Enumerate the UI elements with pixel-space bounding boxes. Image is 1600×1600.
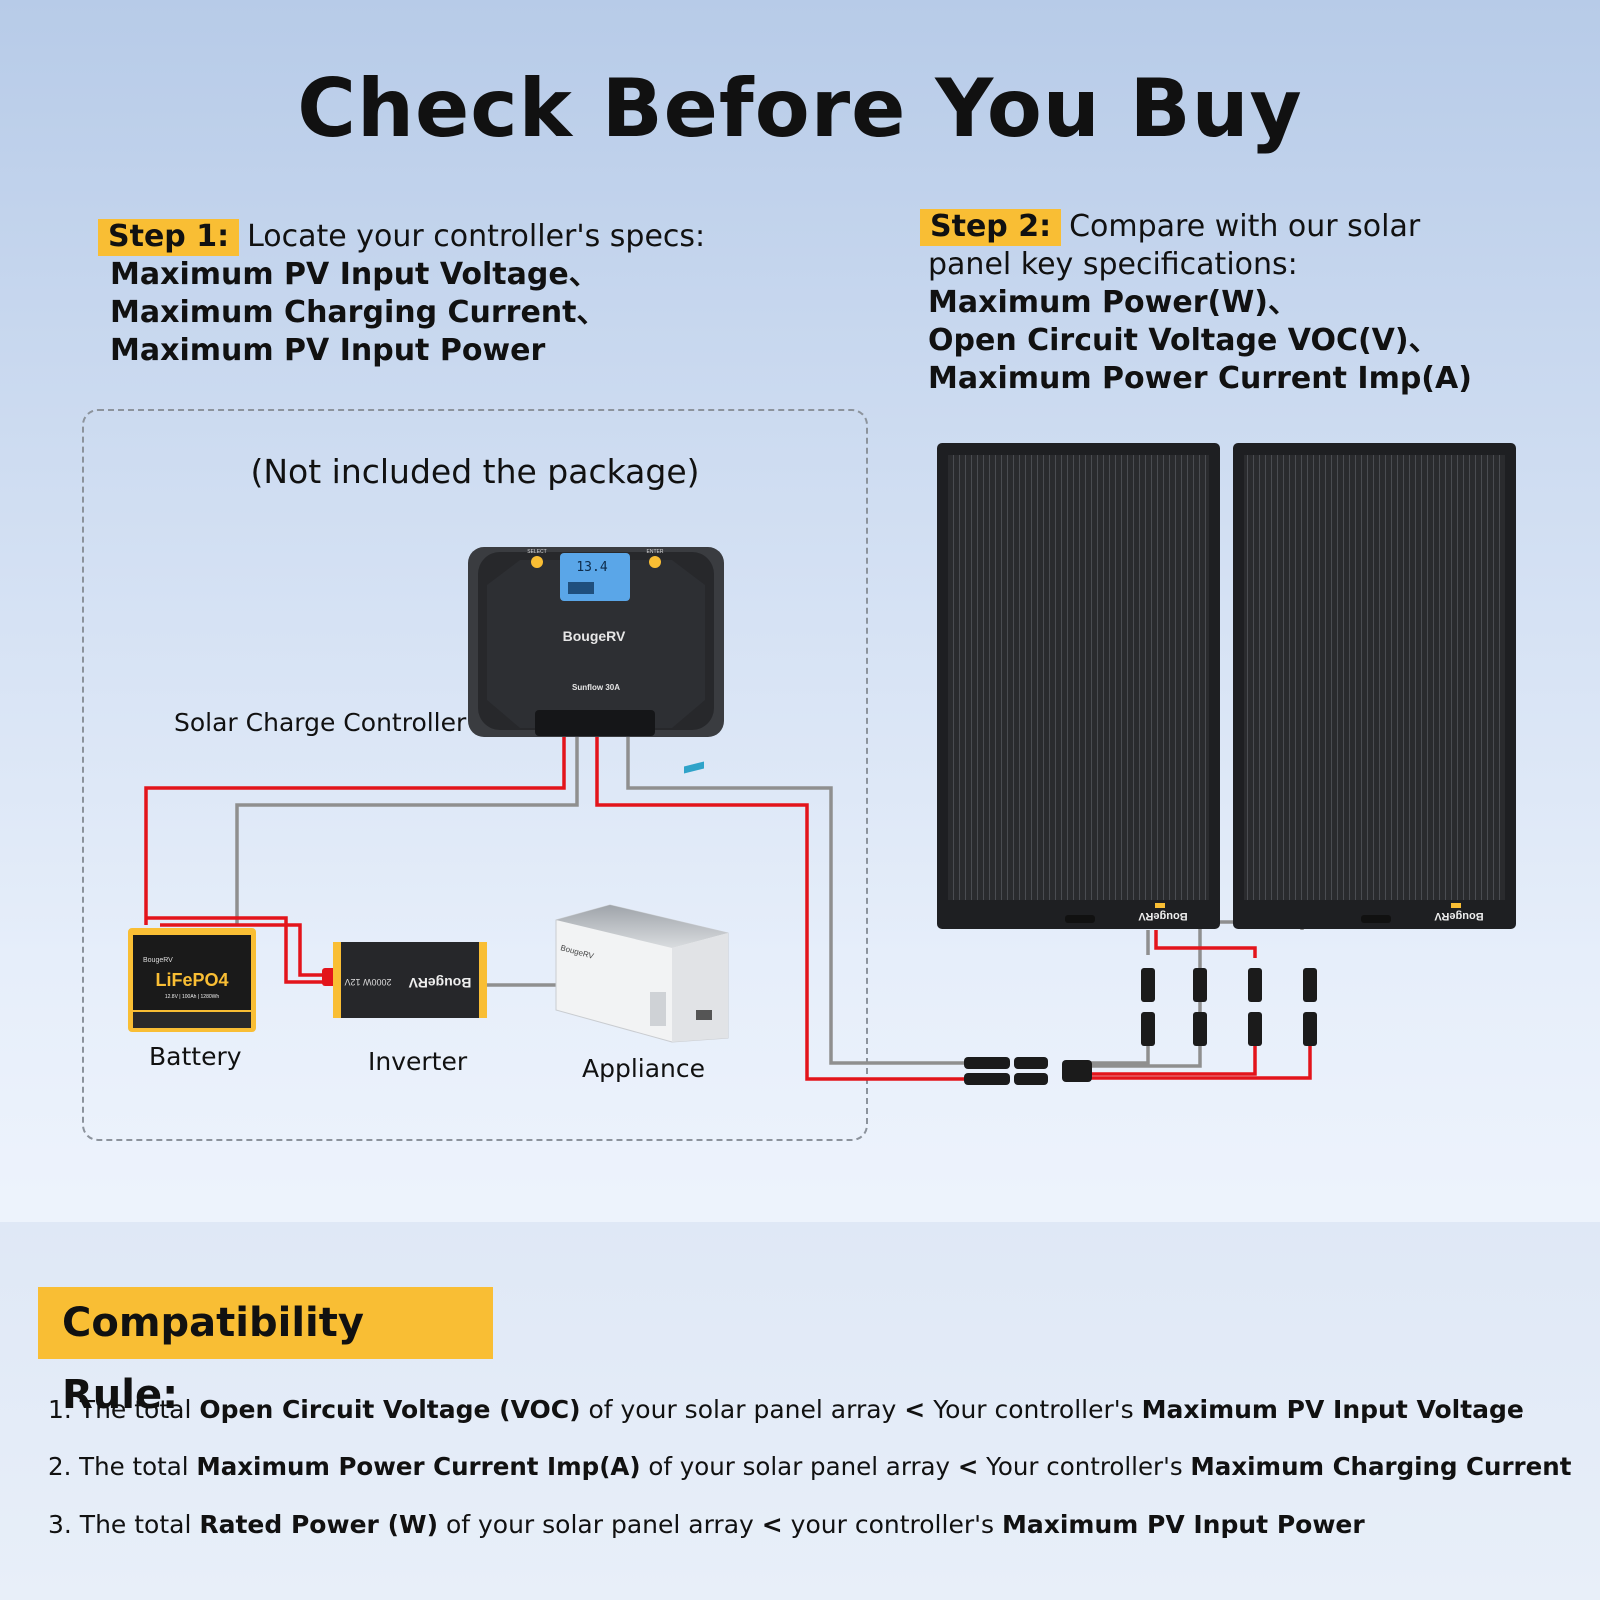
solar-panel-right: BougeRV xyxy=(1233,443,1516,929)
mc4-connector xyxy=(1141,1012,1155,1046)
rule-less-than: < xyxy=(957,1452,979,1481)
rule-controller-spec: Maximum PV Input Power xyxy=(1001,1510,1365,1539)
rule-prefix: 2. The total xyxy=(48,1452,197,1481)
select-button xyxy=(531,556,543,568)
rule-less-than: < xyxy=(904,1395,926,1424)
step1-tag: Step 1: xyxy=(98,219,240,256)
rule-item: 3. The total Rated Power (W) of your sol… xyxy=(48,1510,1365,1539)
appliance-fridge: BougeRV xyxy=(555,761,729,1043)
mc4-branch-connector xyxy=(1014,1057,1048,1069)
wire-panel-branch-pos2 xyxy=(1090,1040,1312,1080)
rule-controller-text: Your controller's xyxy=(978,1452,1191,1481)
step1-spec-power: Maximum PV Input Power xyxy=(110,333,546,368)
mc4-connectors xyxy=(964,968,1317,1085)
mc4-connector xyxy=(1303,968,1317,1002)
battery: BougeRV LiFePO4 12.8V | 100Ah | 1280Wh xyxy=(128,928,256,1032)
rule-middle: of your solar panel array xyxy=(640,1452,958,1481)
rule-prefix: 1. The total xyxy=(48,1395,200,1424)
controller-brand: BougeRV xyxy=(563,628,626,644)
rule-item: 1. The total Open Circuit Voltage (VOC) … xyxy=(48,1395,1524,1424)
step2-spec-voc: Open Circuit Voltage VOC(V)、 xyxy=(928,323,1439,358)
rule-controller-spec: Maximum PV Input Voltage xyxy=(1141,1395,1524,1424)
rule-panel-spec: Rated Power (W) xyxy=(199,1510,438,1539)
controller-label: Solar Charge Controller xyxy=(174,708,467,737)
not-included-note: (Not included the package) xyxy=(250,452,700,491)
solar-panel-left: BougeRV xyxy=(937,443,1220,929)
rule-controller-spec: Maximum Charging Current xyxy=(1190,1452,1572,1481)
mc4-connector xyxy=(1193,968,1207,1002)
battery-chemistry: LiFePO4 xyxy=(155,970,228,990)
controller-display-reading: 13.4 xyxy=(576,560,607,575)
wire-controller-pv-pos xyxy=(595,735,965,1081)
rule-prefix: 3. The total xyxy=(48,1510,200,1539)
rule-panel-spec: Maximum Power Current Imp(A) xyxy=(196,1452,641,1481)
wire-controller-battery-neg xyxy=(235,735,579,925)
mc4-connector xyxy=(1303,1012,1317,1046)
rule-less-than: < xyxy=(761,1510,783,1539)
inverter: 2000W 12V BougeRV xyxy=(322,942,487,1018)
step2-block: Step 2:Compare with our solar panel key … xyxy=(920,208,1472,398)
step1-spec-voltage: Maximum PV Input Voltage、 xyxy=(110,257,599,292)
rule-background xyxy=(0,1222,1600,1600)
panel-left-brand: BougeRV xyxy=(1138,910,1188,922)
step2-spec-power: Maximum Power(W)、 xyxy=(928,285,1299,320)
y-branch-connector xyxy=(1062,1060,1092,1082)
mc4-connector xyxy=(1248,1012,1262,1046)
step2-intro-line1: Compare with our solar xyxy=(1069,209,1421,244)
battery-spec: 12.8V | 100Ah | 1280Wh xyxy=(165,994,220,1000)
step2-intro-line2: panel key specifications: xyxy=(928,247,1298,282)
wire-battery-inverter-pos xyxy=(146,916,330,984)
not-included-box xyxy=(82,409,868,1141)
mc4-connector xyxy=(1141,968,1155,1002)
step2-spec-imp: Maximum Power Current Imp(A) xyxy=(928,361,1472,396)
battery-brand: BougeRV xyxy=(143,957,173,964)
inverter-brand: BougeRV xyxy=(408,975,471,991)
mc4-branch-connector xyxy=(964,1073,1010,1085)
mc4-connector xyxy=(1193,1012,1207,1046)
page-title: Check Before You Buy xyxy=(297,62,1303,155)
step1-block: Step 1:Locate your controller's specs: M… xyxy=(98,218,705,370)
step2-tag: Step 2: xyxy=(920,209,1062,246)
appliance-label: Appliance xyxy=(582,1054,706,1083)
wire-panel-branch-pos1 xyxy=(1090,1040,1257,1076)
mc4-branch-connector xyxy=(1014,1073,1048,1085)
controller-enter-label: ENTER xyxy=(647,549,664,555)
battery-label: Battery xyxy=(149,1042,242,1071)
panel-right-brand: BougeRV xyxy=(1434,910,1484,922)
solar-charge-controller: 13.4 SELECT ENTER BougeRV Sunflow 30A xyxy=(468,547,724,737)
inverter-spec: 2000W 12V xyxy=(344,977,391,987)
step1-spec-current: Maximum Charging Current、 xyxy=(110,295,607,330)
mc4-connector xyxy=(1248,968,1262,1002)
enter-button xyxy=(649,556,661,568)
compatibility-rule-tag: Compatibility Rule: xyxy=(38,1287,493,1418)
wire-controller-battery-pos xyxy=(144,735,566,925)
rule-controller-text: your controller's xyxy=(782,1510,1002,1539)
wire-panel-branch-neg1 xyxy=(1090,1040,1150,1065)
inverter-label: Inverter xyxy=(368,1047,468,1076)
controller-select-label: SELECT xyxy=(527,549,546,555)
rule-controller-text: Your controller's xyxy=(925,1395,1142,1424)
rule-item: 2. The total Maximum Power Current Imp(A… xyxy=(48,1452,1571,1481)
positive-wires xyxy=(144,735,1312,1081)
mc4-branch-connector xyxy=(964,1057,1010,1069)
wire-battery-inverter-neg xyxy=(160,923,330,977)
wire-controller-pv-neg xyxy=(626,735,965,1065)
controller-model: Sunflow 30A xyxy=(572,683,620,692)
rule-middle: of your solar panel array xyxy=(580,1395,905,1424)
rule-middle: of your solar panel array xyxy=(438,1510,762,1539)
wire-panel-drop-pos xyxy=(1154,930,1257,958)
rule-panel-spec: Open Circuit Voltage (VOC) xyxy=(199,1395,581,1424)
step1-intro: Locate your controller's specs: xyxy=(247,219,706,254)
